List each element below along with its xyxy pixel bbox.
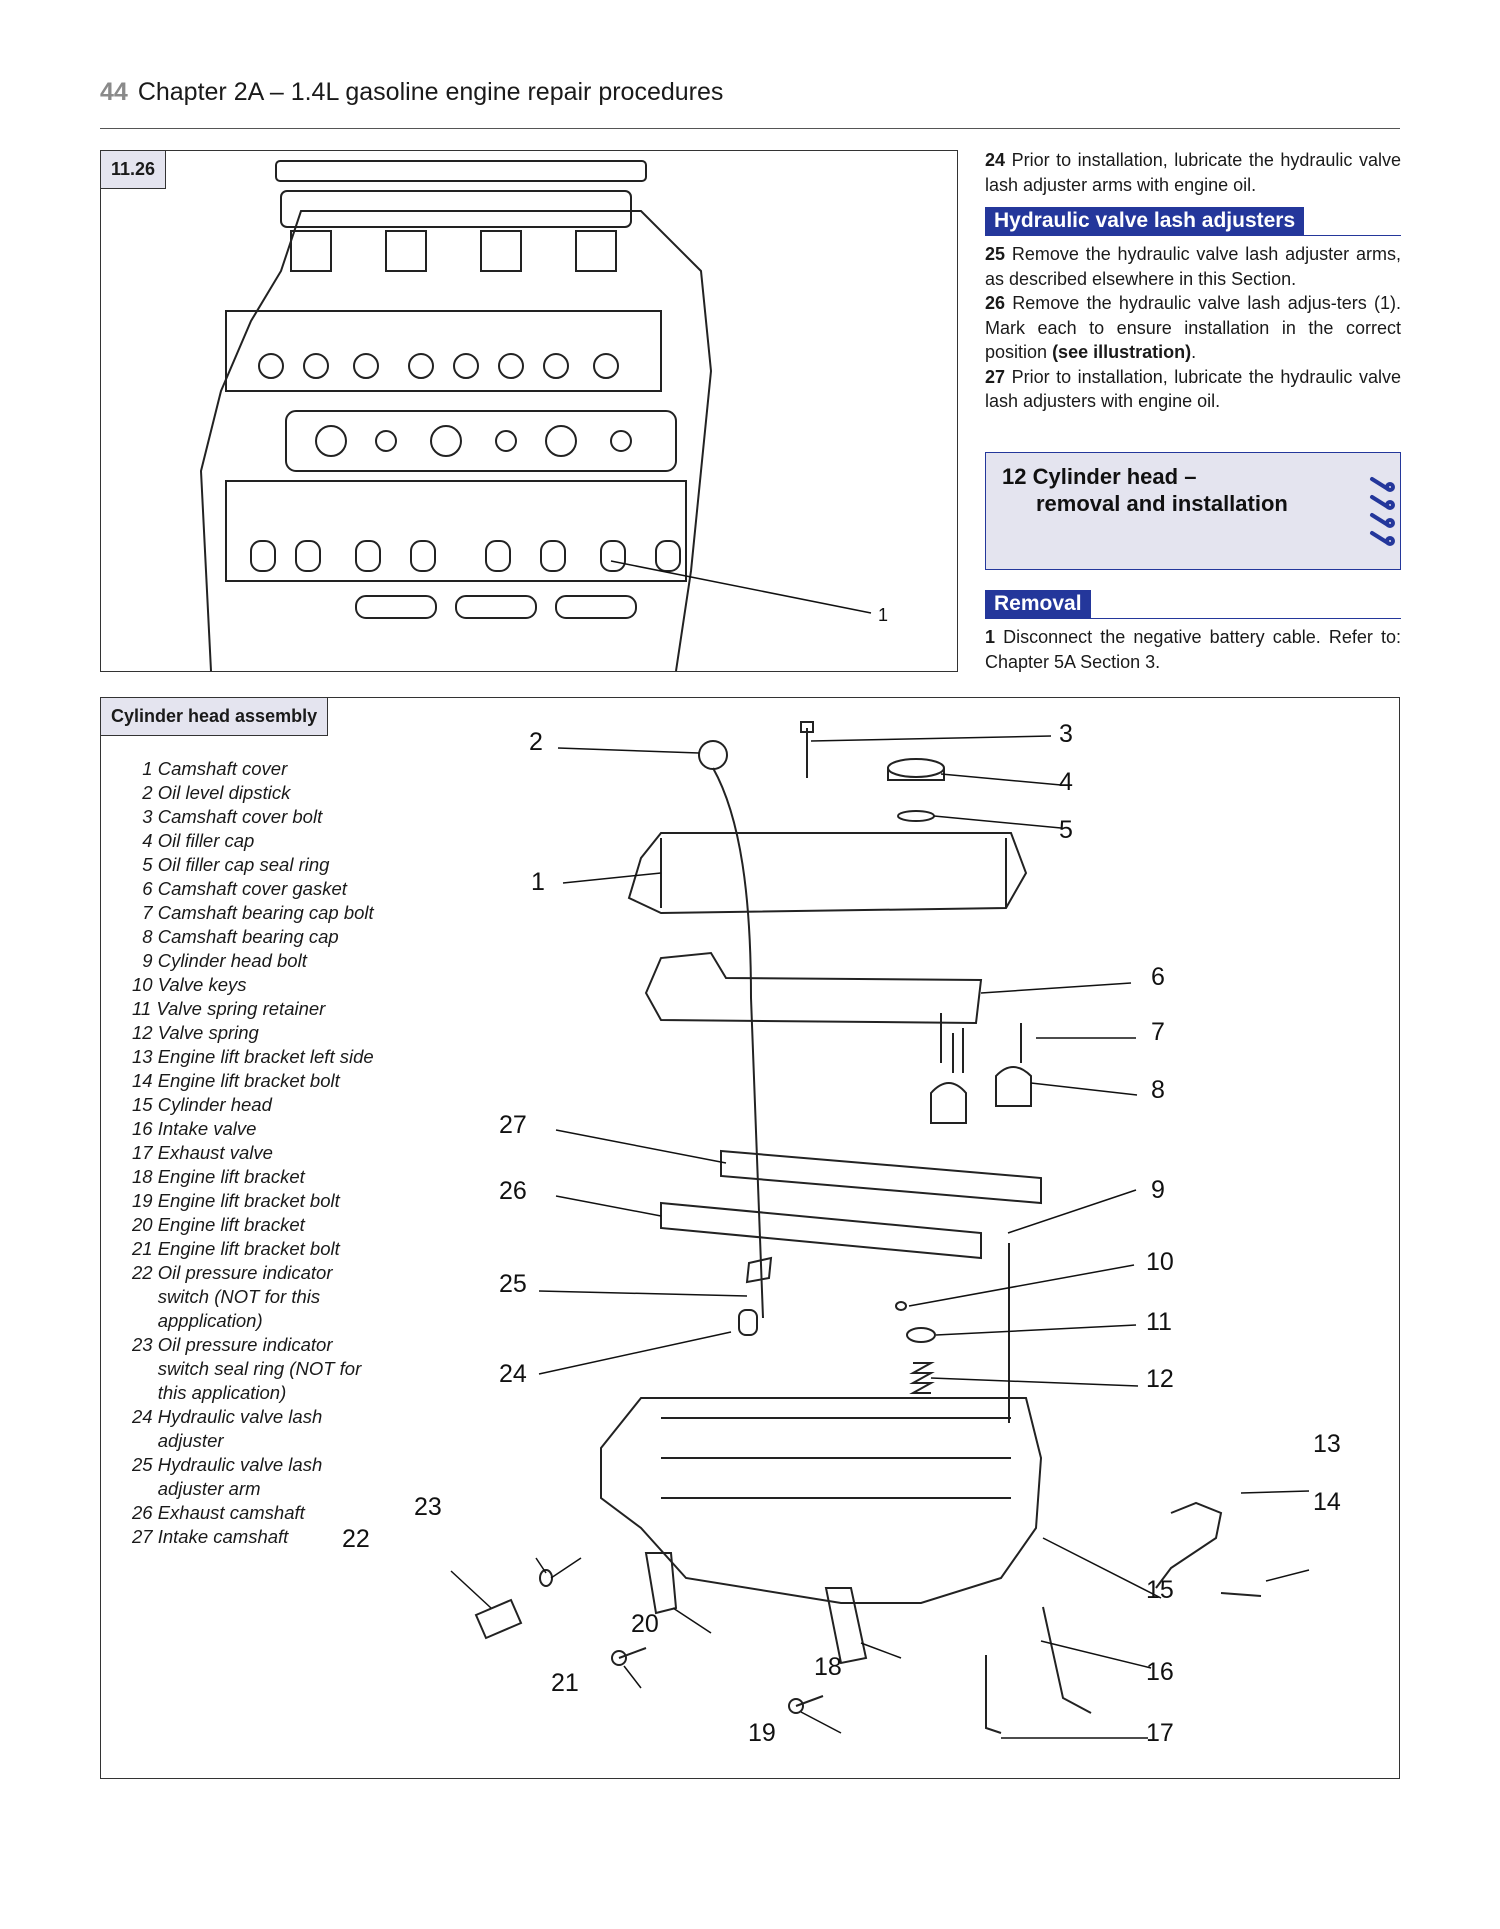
legend-item: 2 Oil level dipstick: [132, 782, 291, 803]
legend-item: 26 Exhaust camshaft: [132, 1502, 305, 1523]
callout-9: 9: [1151, 1176, 1165, 1204]
callout-25: 25: [499, 1270, 527, 1298]
legend-item: 5 Oil filler cap seal ring: [132, 854, 330, 875]
legend-item: 7 Camshaft bearing cap bolt: [132, 902, 374, 923]
legend-item: 6 Camshaft cover gasket: [132, 878, 347, 899]
legend-item: 18 Engine lift bracket: [132, 1166, 305, 1187]
valve-lash-adjuster-illustration: 1: [199, 160, 888, 672]
callout-19: 19: [748, 1719, 776, 1747]
header-rule: [100, 128, 1400, 129]
callout-26: 26: [499, 1177, 527, 1205]
callout-6: 6: [1151, 963, 1165, 991]
legend-item: 19 Engine lift bracket bolt: [132, 1190, 340, 1211]
callout-2: 2: [529, 728, 543, 756]
callout-5: 5: [1059, 816, 1073, 844]
callout-24: 24: [499, 1360, 527, 1388]
legend-item: 12 Valve spring: [132, 1022, 259, 1043]
heading-hydraulic-valve-lash-adjusters: Hydraulic valve lash adjusters: [985, 207, 1401, 236]
legend-item: 3 Camshaft cover bolt: [132, 806, 323, 827]
callout-11: 11: [1146, 1308, 1172, 1336]
callout-20: 20: [631, 1610, 659, 1638]
text-column-adjusters: 25 Remove the hydraulic valve lash adjus…: [985, 242, 1401, 414]
legend-item: 22 Oil pressure indicator: [132, 1262, 333, 1283]
legend-item: adjuster arm: [132, 1478, 261, 1499]
step-26: 26 Remove the hydraulic valve lash adjus…: [985, 293, 1401, 362]
legend-item: switch seal ring (NOT for: [132, 1358, 362, 1379]
callout-1: 1: [531, 868, 545, 896]
callout-13: 13: [1313, 1430, 1341, 1458]
legend-item: 4 Oil filler cap: [132, 830, 255, 851]
callout-15: 15: [1146, 1576, 1174, 1604]
parts-legend: 1 Camshaft cover 2 Oil level dipstick 3 …: [132, 757, 374, 1549]
legend-item: 1 Camshaft cover: [132, 758, 288, 779]
legend-item: 8 Camshaft bearing cap: [132, 926, 339, 947]
callout-3: 3: [1059, 720, 1073, 748]
figure-title: Cylinder head assembly: [101, 698, 329, 736]
legend-item: 25 Hydraulic valve lash: [132, 1454, 323, 1475]
callout-14: 14: [1313, 1488, 1341, 1516]
cylinder-head-exploded-view: [450, 721, 1310, 1739]
legend-item: 13 Engine lift bracket left side: [132, 1046, 374, 1067]
legend-item: 9 Cylinder head bolt: [132, 950, 307, 971]
legend-item: 23 Oil pressure indicator: [132, 1334, 333, 1355]
callout-27: 27: [499, 1111, 527, 1139]
section-title: 12 Cylinder head – removal and installat…: [1002, 464, 1288, 516]
callout-23: 23: [414, 1493, 442, 1521]
text-column-top: 24 Prior to installation, lubricate the …: [985, 148, 1401, 197]
callout-22: 22: [342, 1525, 370, 1553]
callout-4: 4: [1059, 768, 1073, 796]
wrench-difficulty-icon: [1370, 477, 1395, 546]
callout-7: 7: [1151, 1018, 1165, 1046]
figure-label: 11.26: [101, 151, 167, 189]
callout-12: 12: [1146, 1365, 1174, 1393]
callout-1: 1: [878, 605, 888, 625]
legend-item: 16 Intake valve: [132, 1118, 257, 1139]
legend-item: 15 Cylinder head: [132, 1094, 272, 1115]
legend-item: 21 Engine lift bracket bolt: [132, 1238, 340, 1259]
callout-18: 18: [814, 1653, 842, 1681]
page-header: 44 Chapter 2A – 1.4L gasoline engine repa…: [100, 78, 723, 107]
legend-item: adjuster: [132, 1430, 224, 1451]
chapter-title: Chapter 2A – 1.4L gasoline engine repair…: [137, 78, 724, 106]
legend-item: appplication): [132, 1310, 263, 1331]
callout-21: 21: [551, 1669, 579, 1697]
legend-item: 11 Valve spring retainer: [132, 998, 326, 1019]
step-1: 1 Disconnect the negative battery cable.…: [985, 627, 1401, 672]
page-number: 44: [100, 78, 128, 106]
figure-cylinder-head-assembly: Cylinder head assembly: [100, 697, 1400, 1779]
step-24: 24 Prior to installation, lubricate the …: [985, 150, 1401, 195]
legend-item: this application): [132, 1382, 287, 1403]
legend-item: switch (NOT for this: [132, 1286, 321, 1307]
legend-item: 10 Valve keys: [132, 974, 247, 995]
legend-item: 14 Engine lift bracket bolt: [132, 1070, 340, 1091]
figure-11-26: 11.26: [100, 150, 958, 672]
callout-17: 17: [1146, 1719, 1174, 1747]
section-12-box: 12 Cylinder head – removal and installat…: [985, 452, 1401, 570]
callout-16: 16: [1146, 1658, 1174, 1686]
legend-item: 17 Exhaust valve: [132, 1142, 273, 1163]
callout-10: 10: [1146, 1248, 1174, 1276]
legend-item: 27 Intake camshaft: [132, 1526, 289, 1547]
step-25: 25 Remove the hydraulic valve lash adjus…: [985, 244, 1401, 289]
legend-item: 24 Hydraulic valve lash: [132, 1406, 323, 1427]
heading-removal: Removal: [985, 590, 1401, 619]
text-column-removal: 1 Disconnect the negative battery cable.…: [985, 625, 1401, 674]
callout-8: 8: [1151, 1076, 1165, 1104]
legend-item: 20 Engine lift bracket: [132, 1214, 305, 1235]
step-27: 27 Prior to installation, lubricate the …: [985, 366, 1401, 412]
